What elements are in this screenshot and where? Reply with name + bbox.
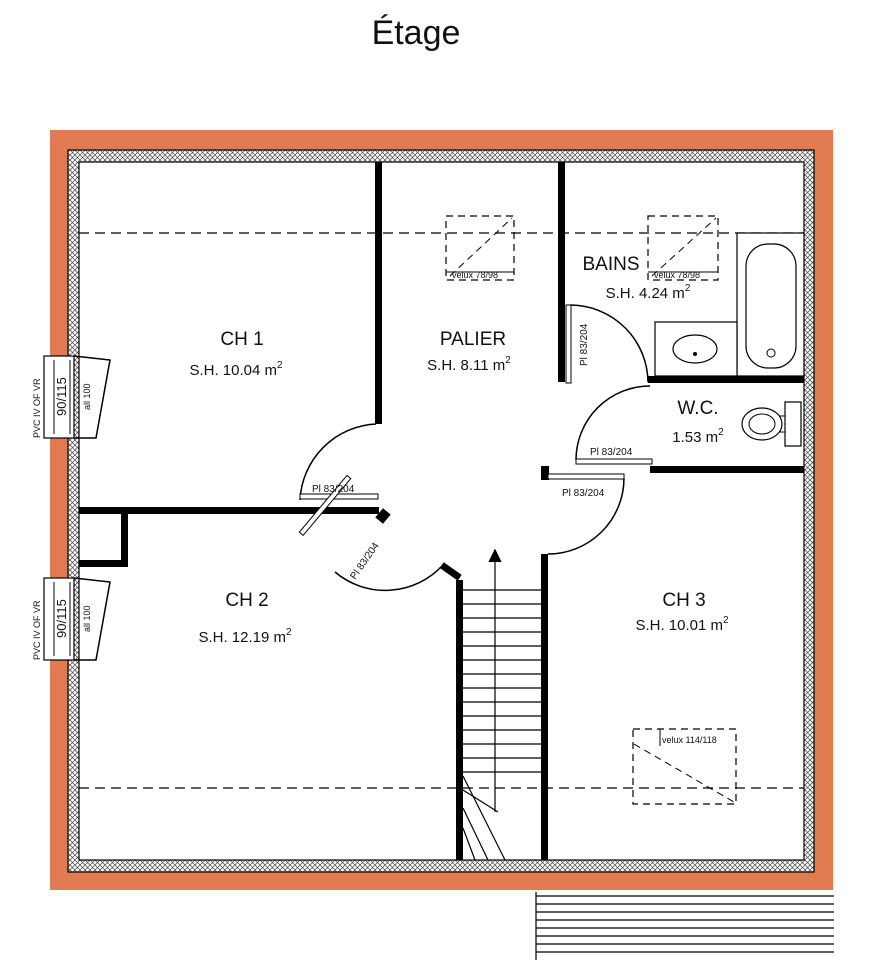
room-bains-area-text: S.H. 4.24 m [606, 285, 685, 302]
wall-ch2-niche-h [79, 560, 128, 567]
wall-stair-left [456, 580, 463, 860]
room-wc-area-text: 1.53 m [672, 429, 718, 446]
wall-ch2-niche-v [121, 510, 128, 566]
room-ch2-name: CH 2 [225, 590, 268, 611]
velux-bains-label: velux 78/98 [654, 270, 700, 280]
wall-ch1-ch2 [79, 507, 379, 514]
room-bains-area-sup: 2 [685, 283, 691, 294]
room-ch2-area: S.H. 12.19 m2 [198, 627, 292, 646]
room-ch3-area: S.H. 10.01 m2 [635, 615, 729, 634]
room-ch1-area-text: S.H. 10.04 m [189, 362, 277, 379]
exterior-steps [535, 892, 834, 960]
room-bains-name: BAINS [582, 254, 639, 275]
room-ch3-area-sup: 2 [723, 615, 729, 626]
room-bains-area: S.H. 4.24 m2 [606, 283, 691, 302]
room-wc-area: 1.53 m2 [672, 427, 724, 446]
room-wc-name: W.C. [677, 398, 718, 419]
wall-wc-ch3 [650, 466, 804, 473]
staircase [462, 548, 541, 861]
room-wc-area-sup: 2 [718, 427, 724, 438]
window-ch2-allege: all 100 [82, 605, 92, 632]
wall-stair-right [541, 554, 548, 860]
window-ch2-size: 90/115 [54, 599, 69, 638]
window-ch2-spec: PVC IV OF VR [32, 600, 42, 660]
sink [654, 321, 738, 377]
door-wc-label: Pl 83/204 [590, 447, 633, 458]
wall-ch1-palier [375, 162, 382, 424]
window-ch1-spec: PVC IV OF VR [32, 378, 42, 438]
door-ch3-label: Pl 83/204 [562, 488, 605, 499]
room-palier-name: PALIER [440, 329, 506, 350]
velux-bains [647, 215, 719, 281]
window-ch1 [43, 355, 111, 439]
room-palier-area-sup: 2 [505, 355, 511, 366]
window-ch1-size: 90/115 [54, 377, 69, 416]
wall-bains-wc [648, 376, 804, 383]
room-palier-area: S.H. 8.11 m2 [427, 355, 511, 374]
door-ch1-label: Pl 83/204 [312, 484, 355, 495]
room-palier-area-text: S.H. 8.11 m [427, 357, 505, 374]
room-ch3-name: CH 3 [662, 590, 705, 611]
door-bains-label: Pl 83/204 [579, 323, 590, 366]
window-ch2 [43, 577, 111, 661]
velux-ch3-label: velux 114/118 [662, 735, 717, 745]
wall-stair-corner [439, 562, 462, 581]
room-ch1-area-sup: 2 [277, 360, 283, 371]
wall-wc-ch3-left [541, 466, 549, 480]
door-wc [575, 385, 653, 465]
door-ch1 [299, 423, 379, 501]
velux-ch3 [632, 728, 737, 805]
door-ch2 [298, 474, 443, 592]
room-ch2-area-text: S.H. 12.19 m [198, 629, 286, 646]
wall-palier-bains [558, 162, 565, 382]
room-ch1-name: CH 1 [220, 329, 263, 350]
bathtub [736, 232, 805, 377]
plan-title: Étage [372, 14, 461, 52]
door-bains [565, 304, 649, 384]
room-ch1-area: S.H. 10.04 m2 [189, 360, 283, 379]
door-ch3 [547, 473, 625, 555]
velux-palier [445, 215, 515, 281]
velux-palier-label: velux 78/98 [452, 270, 498, 280]
wall-ch2-palier-stub [375, 508, 391, 524]
window-ch1-allege: all 100 [82, 383, 92, 410]
toilet [741, 401, 802, 447]
room-ch2-area-sup: 2 [286, 627, 292, 638]
room-ch3-area-text: S.H. 10.01 m [635, 617, 723, 634]
